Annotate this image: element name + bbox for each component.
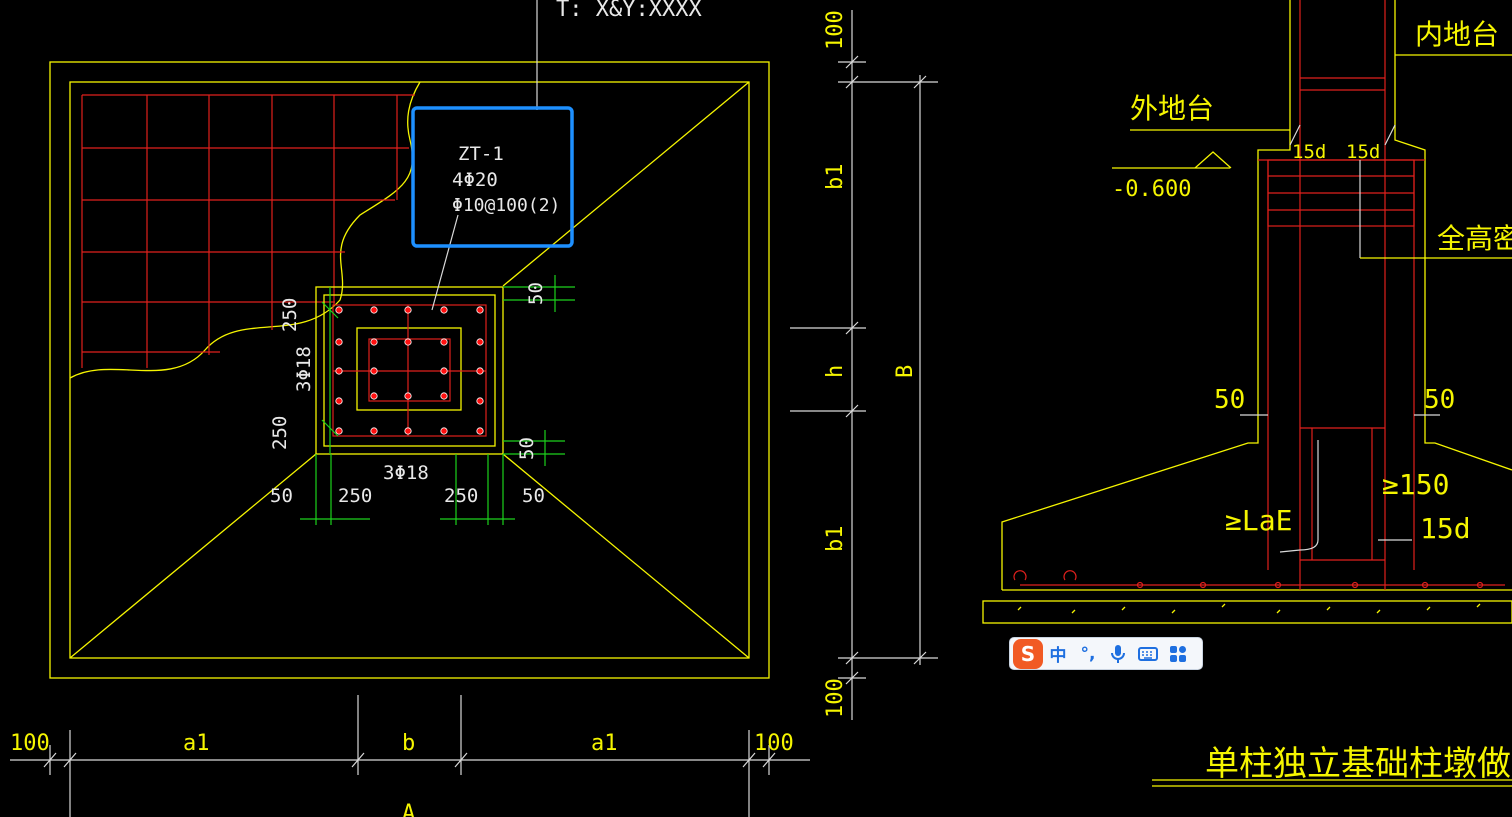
dim-h: h (823, 365, 848, 378)
callout-line1: ZT-1 (458, 143, 504, 165)
dim-A: A (402, 801, 415, 817)
dim-100-left: 100 (10, 731, 50, 756)
plan-view: T: X&Y:XXXX (49, 0, 770, 679)
dim-3phi18-left: 3Φ18 (293, 346, 315, 392)
label-150: ≥150 (1382, 468, 1449, 501)
dim-100-bottom: 100 (823, 678, 848, 718)
dim-50-br: 50 (516, 437, 538, 460)
dim-250-left: 250 (269, 416, 291, 450)
callout-zt1[interactable]: ZT-1 4Φ20 Φ10@100(2) (411, 106, 574, 248)
dim-50-tr: 50 (525, 282, 547, 305)
ime-punct-button[interactable]: °, (1080, 643, 1096, 664)
label-outer-floor: 外地台 (1130, 92, 1214, 125)
dim-50-r: 50 (522, 485, 545, 507)
dim-b: b (402, 731, 415, 756)
dim-a1-right: a1 (591, 731, 618, 756)
rebar-dots (335, 306, 484, 435)
dim-250-r: 250 (444, 485, 478, 507)
label-50-left: 50 (1214, 385, 1245, 415)
dim-100-top: 100 (823, 10, 848, 50)
ime-mode-button[interactable]: 中 (1049, 646, 1067, 666)
microphone-icon[interactable] (1103, 639, 1133, 669)
label-elevation: -0.600 (1112, 177, 1191, 202)
dim-250-top: 250 (279, 298, 301, 332)
toolbox-icon[interactable] (1163, 639, 1193, 669)
label-inner-floor: 内地台 (1415, 18, 1499, 51)
dim-100-right: 100 (754, 731, 794, 756)
drawing-title: 单柱独立基础柱墩做法大样 (1205, 744, 1512, 784)
label-50-right: 50 (1424, 385, 1455, 415)
dim-50-l: 50 (270, 485, 293, 507)
dim-b1-top: b1 (823, 164, 848, 191)
label-15d-left: 15d (1292, 141, 1326, 163)
side-dimensions: 100 b1 h B b1 100 (790, 10, 938, 720)
dim-a1-left: a1 (183, 731, 210, 756)
bottom-dimensions: 100 a1 b a1 100 A (10, 695, 810, 817)
dim-3phi18-bottom: 3Φ18 (383, 462, 429, 484)
label-lae: ≥LaE (1225, 504, 1292, 537)
section-view: 内地台 外地台 -0.600 15d 15d 全高密 50 50 ≥LaE ≥1… (982, 0, 1512, 787)
label-full-height: 全高密 (1437, 222, 1512, 255)
callout-line2: 4Φ20 (452, 169, 498, 191)
ime-toolbar[interactable]: S 中 °, (1009, 637, 1203, 670)
dim-250-l: 250 (338, 485, 372, 507)
sogou-logo-icon[interactable]: S (1013, 638, 1043, 669)
mesh-rebar (81, 94, 415, 368)
plan-dimensions: 250 3Φ18 250 50 50 3Φ18 50 250 250 50 (269, 275, 575, 525)
label-15d-right: 15d (1346, 141, 1380, 163)
label-15d-bottom: 15d (1420, 512, 1471, 545)
keyboard-icon[interactable] (1133, 639, 1163, 669)
dim-b1-bottom: b1 (823, 526, 848, 553)
top-label: T: X&Y:XXXX (556, 0, 702, 22)
callout-line3: Φ10@100(2) (452, 195, 560, 216)
dim-B: B (893, 365, 918, 378)
